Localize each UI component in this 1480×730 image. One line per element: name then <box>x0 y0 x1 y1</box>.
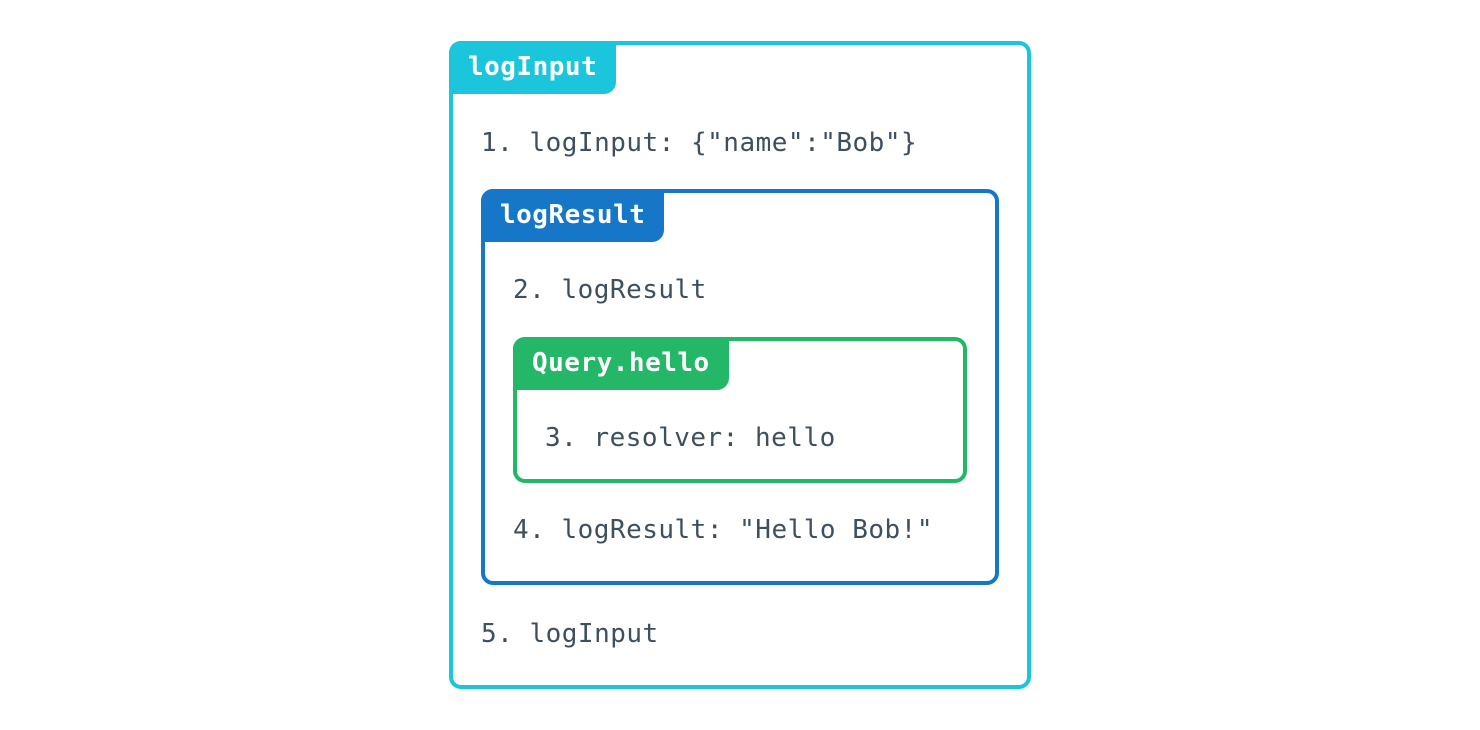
resolver-box-query-hello: Query.hello 3. resolver: hello <box>513 337 967 483</box>
hook-box-logresult: logResult 2. logResult Query.hello 3. re… <box>481 189 999 585</box>
step-2-logresult-call: 2. logResult <box>513 275 707 305</box>
hook-box-loginput: logInput 1. logInput: {"name":"Bob"} log… <box>449 41 1031 689</box>
hook-tab-logresult: logResult <box>481 189 665 242</box>
resolver-tab-query-hello: Query.hello <box>513 337 729 390</box>
step-5-loginput-return: 5. logInput <box>481 619 659 649</box>
step-1-loginput-call: 1. logInput: {"name":"Bob"} <box>481 128 918 158</box>
hook-tab-loginput: logInput <box>449 41 617 94</box>
step-3-resolver-call: 3. resolver: hello <box>545 423 836 453</box>
step-4-logresult-return: 4. logResult: "Hello Bob!" <box>513 515 933 545</box>
